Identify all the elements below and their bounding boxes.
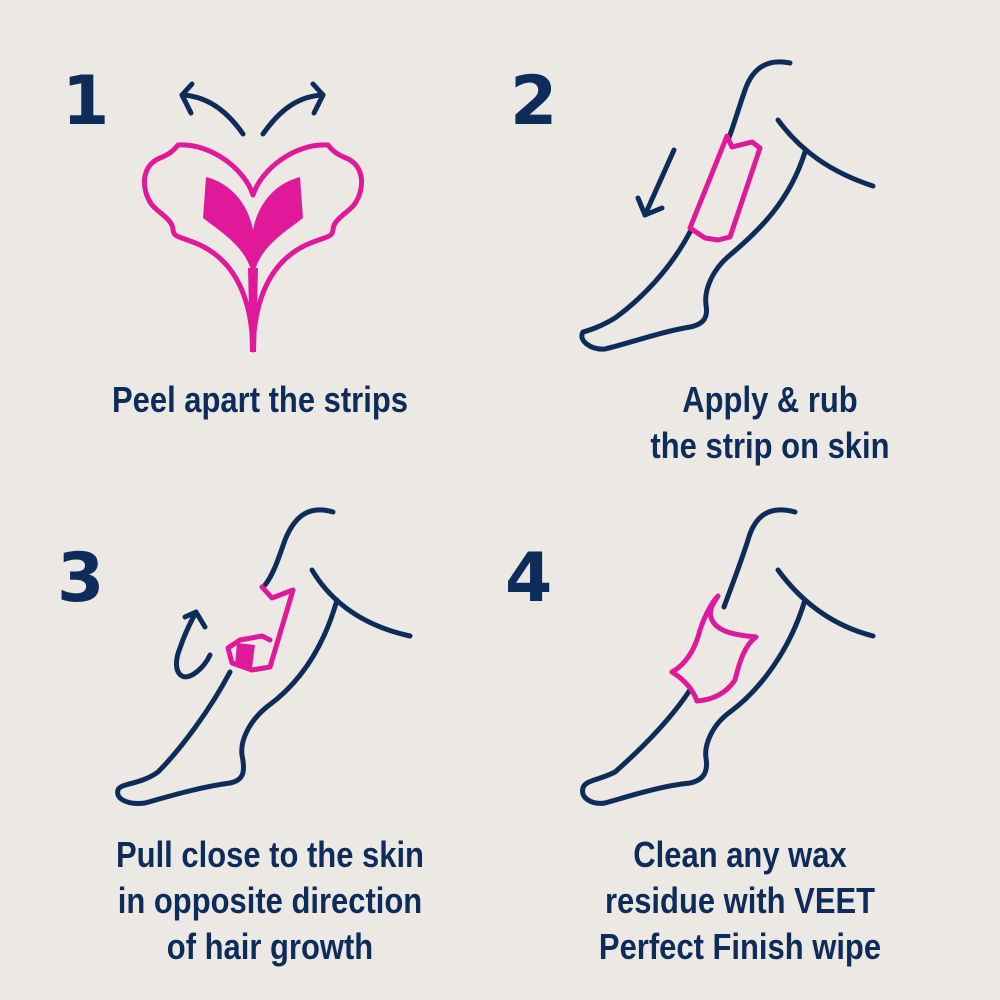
step-caption: Clean any wax residue with VEET Perfect …	[598, 834, 882, 967]
step-number: 4	[505, 539, 553, 618]
step-caption: Apply & rub the strip on skin	[650, 379, 890, 466]
step-number: 1	[62, 62, 110, 141]
step-caption: Pull close to the skin in opposite direc…	[116, 834, 424, 967]
step-number: 3	[57, 539, 105, 618]
step-number: 2	[510, 62, 558, 141]
step-caption: Peel apart the strips	[112, 379, 408, 420]
